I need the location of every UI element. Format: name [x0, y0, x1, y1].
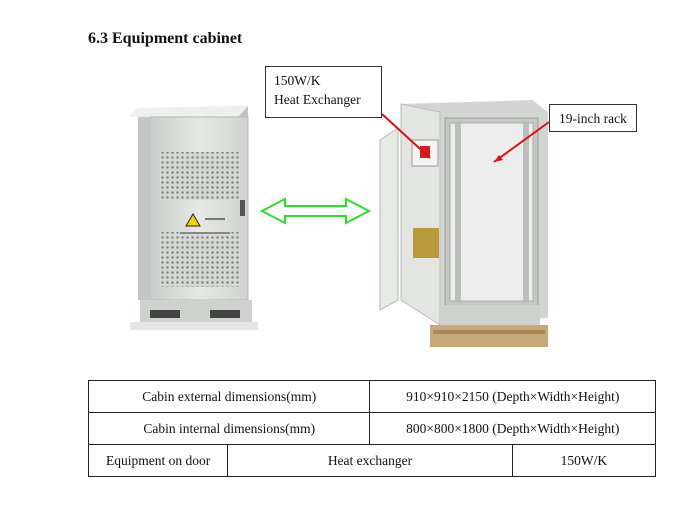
- row-value: 800×800×1800 (Depth×Width×Height): [369, 412, 656, 445]
- row-value: 910×910×2150 (Depth×Width×Height): [369, 380, 656, 413]
- rack-pointer: [493, 121, 550, 163]
- table-row: Equipment on door Heat exchanger 150W/K: [87, 444, 657, 477]
- table-row: Cabin internal dimensions(mm) 800×800×18…: [87, 412, 656, 445]
- open-cabinet: [379, 100, 548, 347]
- row-label: Equipment on door: [87, 444, 229, 477]
- callout-name: Heat Exchanger: [274, 92, 361, 107]
- rack-callout: 19-inch rack: [549, 104, 637, 132]
- row-value: 150W/K: [511, 444, 657, 477]
- spec-table: Cabin external dimensions(mm) 910×910×21…: [87, 380, 657, 477]
- heat-exchanger-callout: 150W/K Heat Exchanger: [265, 66, 382, 118]
- table-row: Cabin external dimensions(mm) 910×910×21…: [87, 380, 656, 413]
- row-label: Cabin internal dimensions(mm): [87, 412, 371, 445]
- callout-rating: 150W/K: [274, 73, 321, 88]
- row-item: Heat exchanger: [227, 444, 513, 477]
- cabinet-illustration: [128, 100, 550, 347]
- cabinet-figure: 150W/K Heat Exchanger 19-inch rack: [128, 66, 637, 347]
- row-label: Cabin external dimensions(mm): [87, 380, 371, 413]
- closed-cabinet: [128, 106, 258, 330]
- heat-exchanger-pointer: [381, 113, 431, 159]
- double-arrow-icon: [259, 197, 372, 225]
- section-heading: 6.3 Equipment cabinet: [88, 30, 243, 47]
